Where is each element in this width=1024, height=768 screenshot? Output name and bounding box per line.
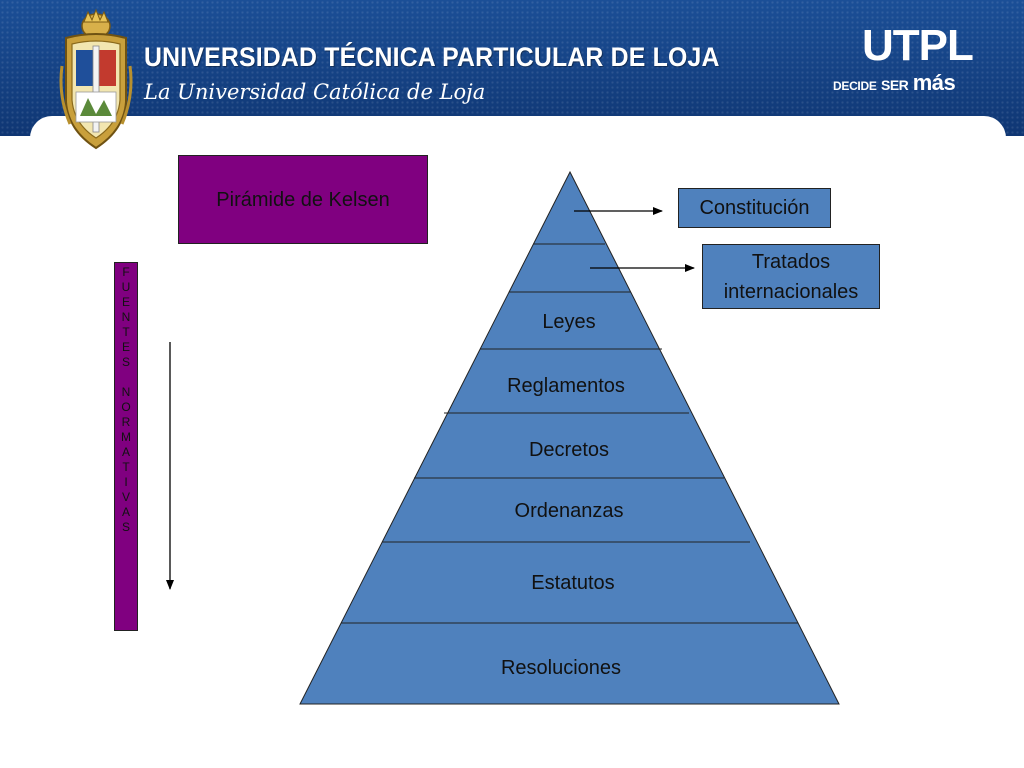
sources-label-bar: F U E N T E S N O R M A T I V A S <box>114 262 138 631</box>
header-banner: UNIVERSIDAD TÉCNICA PARTICULAR DE LOJA L… <box>0 0 1024 150</box>
university-tagline: La Universidad Católica de Loja <box>144 80 486 104</box>
sources-letter: T <box>122 460 130 474</box>
sources-letter: N <box>121 385 131 399</box>
sources-letter: R <box>121 415 131 429</box>
sources-letter: E <box>121 340 130 354</box>
pyramid-level-label: Decretos <box>528 439 610 461</box>
callout-tratados: Tratados internacionales <box>702 244 880 309</box>
sources-letter: F <box>122 265 130 279</box>
university-name: UNIVERSIDAD TÉCNICA PARTICULAR DE LOJA <box>144 42 720 72</box>
slogan: DECIDE SER más <box>833 70 956 95</box>
callout-constitucion: Constitución <box>678 188 831 228</box>
sources-letter: T <box>122 325 130 339</box>
pyramid-level-label: Estatutos <box>531 572 615 594</box>
sources-letter: E <box>121 295 130 309</box>
sources-letter: S <box>121 355 130 369</box>
sources-letter: A <box>121 445 130 459</box>
slogan-part-2: SER <box>881 77 909 93</box>
sources-letter: O <box>121 400 131 414</box>
sources-letter: S <box>121 520 130 534</box>
utpl-logo: UTPL <box>862 21 974 70</box>
pyramid-level-label: Leyes <box>542 311 596 333</box>
slogan-part-1: DECIDE <box>833 79 877 93</box>
sources-letter: I <box>124 475 128 489</box>
title-box: Pirámide de Kelsen <box>178 155 428 244</box>
sources-letter: V <box>121 490 130 504</box>
banner-curve <box>30 116 1006 150</box>
sources-letter: N <box>121 310 131 324</box>
pyramid-level-label: Resoluciones <box>500 657 622 679</box>
sources-letter: M <box>121 430 131 444</box>
banner-background <box>0 0 1024 136</box>
sources-letter: U <box>121 280 131 294</box>
title-text: Pirámide de Kelsen <box>216 189 390 211</box>
pyramid-level-label: Ordenanzas <box>514 500 624 522</box>
university-crest-icon <box>59 8 133 150</box>
sources-letter: A <box>121 505 130 519</box>
slogan-part-3: más <box>912 70 956 95</box>
pyramid-level-label: Reglamentos <box>507 375 625 397</box>
